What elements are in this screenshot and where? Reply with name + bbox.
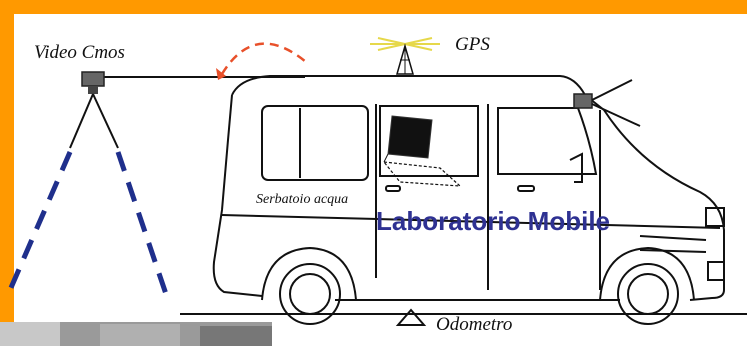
video-cmos-label: Video Cmos <box>34 42 125 63</box>
tripod-leg-right <box>92 93 119 149</box>
odometer-icon <box>395 308 427 326</box>
rear-wheel <box>261 246 357 325</box>
laboratorio-mobile-title: Laboratorio Mobile <box>376 206 610 236</box>
fov-left-dash <box>7 151 73 291</box>
camera-base <box>88 86 98 94</box>
gps-antenna-icon <box>370 37 440 75</box>
arc-arrow-icon <box>216 68 226 80</box>
front-camera-icon <box>573 79 641 127</box>
odometro-label: Odometro <box>436 314 513 335</box>
photo-fragment <box>0 322 272 346</box>
gps-label: GPS <box>455 34 490 55</box>
rotation-arc <box>220 42 307 75</box>
fov-right-dash <box>115 151 171 301</box>
van-body <box>212 75 725 301</box>
diagram-panel <box>14 14 747 346</box>
laptop-icon <box>382 115 462 187</box>
tripod-leg-left <box>69 93 94 149</box>
serbatoio-label: Serbatoio acqua <box>256 192 349 207</box>
camera-icon <box>81 71 105 87</box>
front-wheel <box>599 246 695 325</box>
